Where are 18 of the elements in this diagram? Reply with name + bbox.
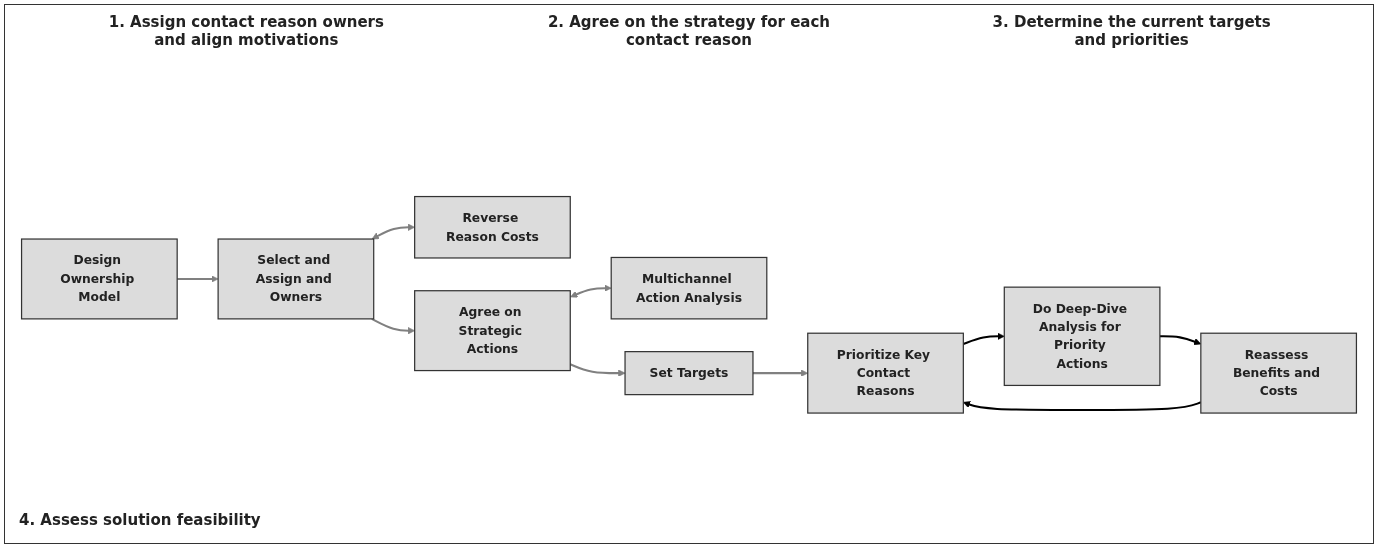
node-box: Reverse Reason Costs [414, 196, 571, 259]
phase-heading: 3. Determine the current targets and priorities [991, 13, 1272, 51]
phase-heading: 2. Agree on the strategy for each contact reason [546, 13, 832, 51]
phase-heading: 1. Assign contact reason owners and align motivations [107, 13, 385, 51]
node-box: Select and Assign and Owners [217, 238, 375, 320]
node-box: Agree on Strategic Actions [414, 290, 571, 372]
node-box: Set Targets [624, 351, 754, 396]
phase-heading: 4. Assess solution feasibility [19, 511, 261, 529]
node-box: Reassess Benefits and Costs [1200, 332, 1358, 414]
arrow [371, 223, 415, 240]
node-box: Design Ownership Model [20, 238, 178, 320]
node-box: Prioritize Key Contact Reasons [807, 332, 964, 414]
node-box: Do Deep-Dive Analysis for Priority Actions [1003, 286, 1161, 387]
arrow [570, 284, 612, 298]
node-box: Multichannel Action Analysis [610, 257, 768, 320]
arrow [177, 275, 219, 283]
arrow [371, 318, 415, 335]
arrow [963, 332, 1005, 346]
